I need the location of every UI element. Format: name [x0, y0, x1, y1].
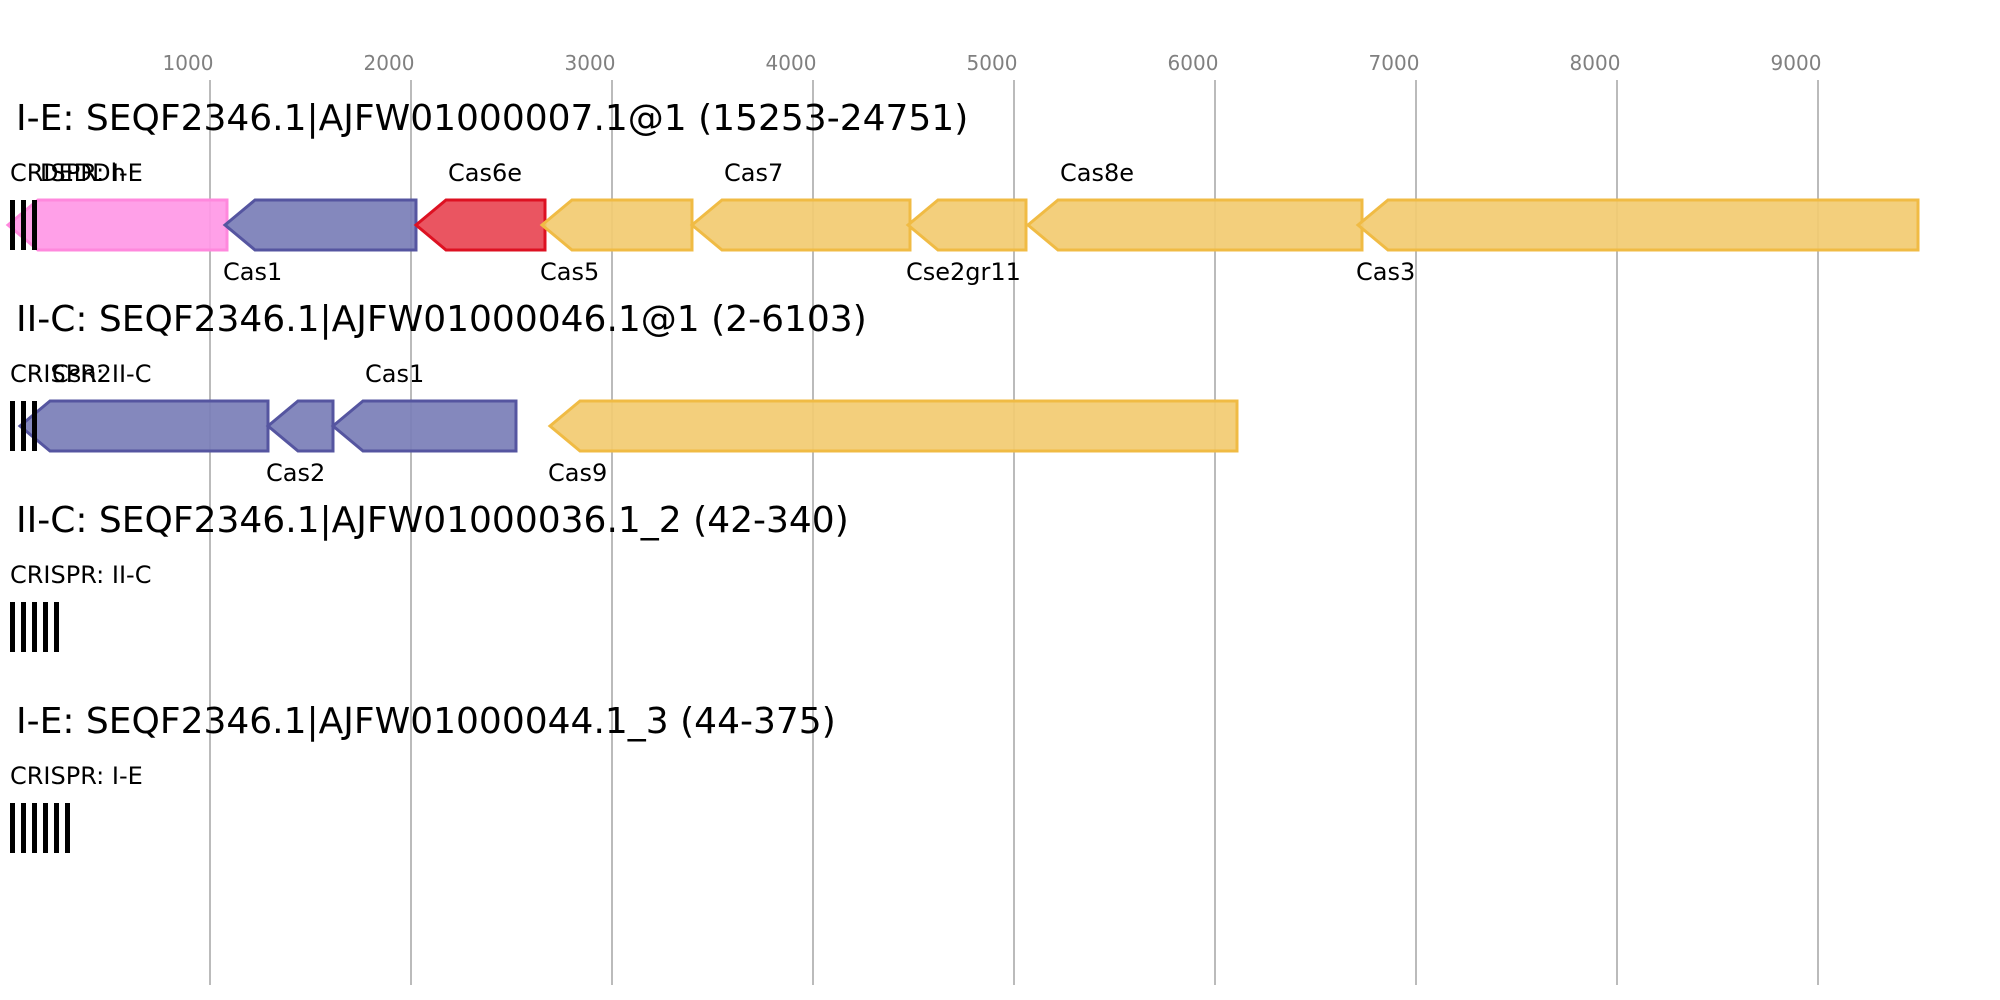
crispr-label: CRISPR: I-E [10, 762, 143, 790]
gene-arrow[interactable] [330, 399, 518, 453]
gene-arrow[interactable] [265, 399, 335, 453]
crispr-repeat-bar [32, 803, 37, 853]
axis-tick-label: 9000 [1771, 51, 1822, 75]
track-title: II-C: SEQF2346.1|AJFW01000036.1_2 (42-34… [16, 500, 849, 541]
tracks: I-E: SEQF2346.1|AJFW01000007.1@1 (15253-… [5, 98, 1920, 853]
crispr-repeat-bar [21, 200, 26, 250]
track-title: I-E: SEQF2346.1|AJFW01000044.1_3 (44-375… [16, 701, 836, 742]
gene-label: Cas7 [724, 159, 783, 187]
gene-arrow[interactable] [689, 198, 912, 252]
track: II-C: SEQF2346.1|AJFW01000036.1_2 (42-34… [10, 500, 849, 652]
gene-arrow[interactable] [547, 399, 1239, 453]
axis-tick-label: 7000 [1369, 51, 1420, 75]
axis-tick-label: 2000 [364, 51, 415, 75]
crispr-repeat-bar [65, 803, 70, 853]
gene-arrow[interactable] [1025, 198, 1364, 252]
gene-label: Cas9 [548, 459, 607, 487]
track-title: II-C: SEQF2346.1|AJFW01000046.1@1 (2-610… [16, 299, 867, 340]
crispr-repeat-bar [43, 803, 48, 853]
axis-tick-label: 4000 [766, 51, 817, 75]
gene-label: DEDDh [40, 159, 126, 187]
crispr-repeat-bar [21, 803, 26, 853]
gene-label: Cas8e [1060, 159, 1134, 187]
gene-arrow[interactable] [905, 198, 1028, 252]
crispr-repeat-bar [54, 803, 59, 853]
crispr-repeat-bar [21, 401, 26, 451]
gene-label: Cas1 [365, 360, 424, 388]
gene-arrow[interactable] [539, 198, 694, 252]
gene-arrow[interactable] [222, 198, 418, 252]
crispr-repeat-bar [10, 401, 15, 451]
gene-label: Cse2gr11 [906, 258, 1021, 286]
gene-arrow[interactable] [17, 399, 270, 453]
gene-arrow[interactable] [413, 198, 547, 252]
axis-tick-label: 5000 [967, 51, 1018, 75]
track: I-E: SEQF2346.1|AJFW01000044.1_3 (44-375… [10, 701, 836, 853]
gene-label: Cas1 [223, 258, 282, 286]
position-axis: 1000 2000 3000 4000 5000 6000 7000 8000 9000 [163, 51, 1822, 75]
track: I-E: SEQF2346.1|AJFW01000007.1@1 (15253-… [5, 98, 1920, 286]
gene-label: Csn2 [52, 360, 112, 388]
crispr-repeat-bar [10, 602, 15, 652]
axis-tick-label: 3000 [565, 51, 616, 75]
crispr-repeat-bar [10, 803, 15, 853]
crispr-label: CRISPR: II-C [10, 360, 151, 388]
gene-label: Cas2 [266, 459, 325, 487]
crispr-repeat-bar [43, 602, 48, 652]
crispr-label: CRISPR: II-C [10, 561, 151, 589]
crispr-repeat-bar [10, 200, 15, 250]
axis-tick-label: 6000 [1168, 51, 1219, 75]
crispr-repeat-bar [32, 200, 37, 250]
axis-tick-label: 1000 [163, 51, 214, 75]
gene-label: Cas5 [540, 258, 599, 286]
crispr-label: CRISPR: I-E [10, 159, 143, 187]
axis-tick-label: 8000 [1570, 51, 1621, 75]
crispr-repeat-bar [54, 602, 59, 652]
crispr-repeat-bar [32, 401, 37, 451]
crispr-repeat-bar [21, 602, 26, 652]
gene-arrow[interactable] [5, 198, 229, 252]
gene-label: Cas3 [1356, 258, 1415, 286]
track: II-C: SEQF2346.1|AJFW01000046.1@1 (2-610… [10, 299, 1239, 487]
gene-label: Cas6e [448, 159, 522, 187]
track-title: I-E: SEQF2346.1|AJFW01000007.1@1 (15253-… [16, 98, 968, 139]
crispr-repeat-bar [32, 602, 37, 652]
gene-arrow[interactable] [1355, 198, 1920, 252]
